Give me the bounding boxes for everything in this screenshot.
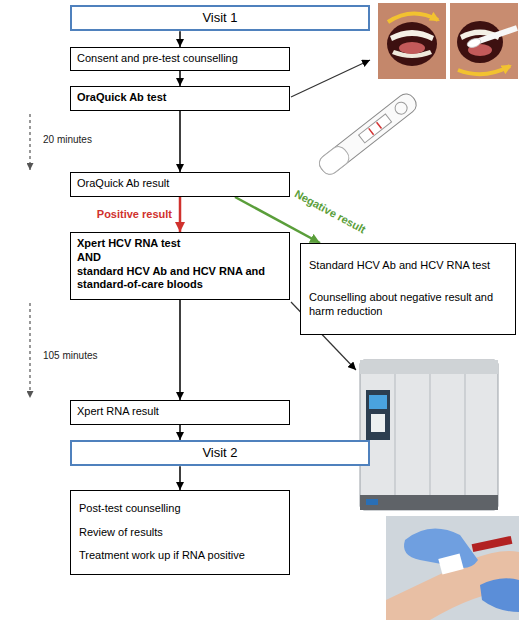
blood-draw-photo	[386, 516, 519, 620]
box-text: Xpert HCV RNA test	[77, 237, 283, 251]
box-text: OraQuick Ab test	[77, 91, 283, 105]
flow-arrow	[179, 111, 181, 172]
box-text: Treatment work up if RNA positive	[79, 549, 281, 563]
result-box: Xpert RNA result	[70, 400, 290, 425]
box-text: Post-test counselling	[79, 502, 281, 516]
box-text: Visit 1	[78, 10, 362, 26]
box-text: standard HCV Ab and HCV RNA and standard…	[77, 265, 283, 293]
process-box: Xpert HCV RNA testANDstandard HCV Ab and…	[70, 232, 290, 300]
edge-label: Negative result	[290, 186, 369, 237]
flow-arrow	[179, 466, 181, 490]
edge-label: Positive result	[95, 208, 174, 221]
box-text: OraQuick Ab result	[77, 177, 283, 191]
pointer-line	[291, 60, 370, 97]
box-text: Xpert RNA result	[77, 405, 283, 419]
process-box: Standard HCV Ab and HCV RNA testCounsell…	[300, 243, 516, 335]
time-label: 105 minutes	[42, 350, 98, 362]
process-box: OraQuick Ab test	[70, 86, 290, 111]
flow-arrow	[179, 71, 181, 86]
box-text: Visit 2	[78, 445, 362, 461]
process-box: Post-test counsellingReview of resultsTr…	[70, 490, 290, 575]
visit-box: Visit 1	[70, 5, 370, 31]
box-text: Standard HCV Ab and HCV RNA test	[309, 259, 507, 273]
box-text: Review of results	[79, 526, 281, 540]
visit-box: Visit 2	[70, 440, 370, 466]
result-box: OraQuick Ab result	[70, 172, 290, 197]
flow-arrow	[179, 300, 181, 400]
xpert-machine	[360, 360, 498, 510]
mouth-swab-photos	[378, 3, 518, 79]
timing-arrow	[29, 114, 30, 170]
flow-arrow	[179, 31, 181, 47]
box-text: Counselling about negative result and ha…	[309, 291, 507, 319]
box-text: AND	[77, 251, 283, 265]
flow-arrow	[179, 425, 181, 440]
time-label: 20 minutes	[42, 134, 93, 146]
box-text: Consent and pre-test counselling	[77, 52, 283, 66]
oraquick-device	[316, 90, 420, 177]
timing-arrow	[29, 303, 30, 398]
process-box: Consent and pre-test counselling	[70, 47, 290, 71]
flow-arrow	[179, 197, 182, 232]
